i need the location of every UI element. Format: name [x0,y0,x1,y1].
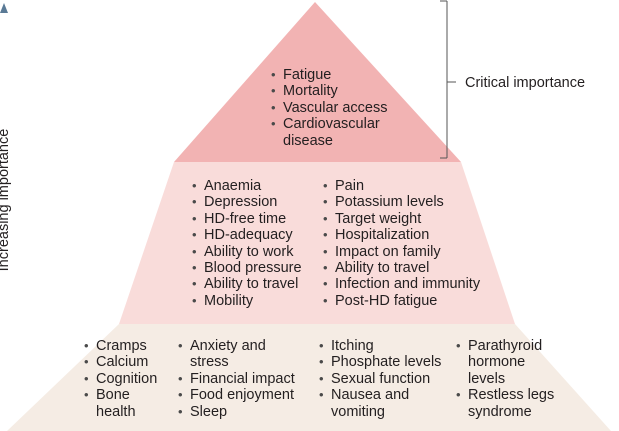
bottom-tier-list-4: Parathyroid hormone levels Restless legs… [456,338,568,420]
list-item: Calcium [84,354,158,371]
list-item: Depression [192,194,302,211]
list-item: Cramps [84,338,158,355]
list-item: Food enjoyment [178,387,295,404]
list-item-text: Nausea and vomiting [331,387,410,420]
list-item: Impact on family [323,244,480,261]
list-item-text: Cardiovascular disease [283,116,380,149]
list-item: HD-free time [192,211,302,228]
list-item-text: Bone health [96,387,136,420]
middle-tier-list-1: Anaemia Depression HD-free time HD-adequ… [192,178,302,310]
list-item: Ability to work [192,244,302,261]
list-item: Cognition [84,371,158,388]
list-item: Potassium levels [323,194,480,211]
list-item-text: Restless legs syndrome [468,387,555,420]
critical-importance-bracket [440,0,456,159]
list-item: Bone health [84,387,158,420]
list-item: Target weight [323,211,480,228]
list-item-text: Anxiety and stress [190,338,266,371]
list-item: Pain [323,178,480,195]
list-item: Nausea and vomiting [319,387,431,420]
list-item: Parathyroid hormone levels [456,338,558,387]
list-item: Mobility [192,293,302,310]
list-item: Sexual function [319,371,441,388]
list-item-text: Parathyroid hormone levels [468,338,543,387]
list-item: Phosphate levels [319,354,441,371]
list-item: HD-adequacy [192,227,302,244]
list-item: Financial impact [178,371,295,388]
increasing-importance-label: Increasing importance [0,128,12,272]
list-item: Restless legs syndrome [456,387,568,420]
list-item: Ability to travel [323,260,480,277]
list-item: Ability to travel [192,276,302,293]
bottom-tier-list-1: Cramps Calcium Cognition Bone health [84,338,158,420]
bottom-tier-list-2: Anxiety and stress Financial impact Food… [178,338,295,420]
list-item: Blood pressure [192,260,302,277]
list-item: Hospitalization [323,227,480,244]
list-item: Post-HD fatigue [323,293,480,310]
critical-importance-label: Critical importance [465,75,586,91]
list-item: Itching [319,338,441,355]
list-item: Vascular access [271,100,403,117]
list-item: Sleep [178,404,295,421]
bottom-tier-list-3: Itching Phosphate levels Sexual function… [319,338,441,420]
list-item: Mortality [271,83,403,100]
middle-tier-list-2: Pain Potassium levels Target weight Hosp… [323,178,480,310]
list-item: Fatigue [271,67,403,84]
list-item: Anaemia [192,178,302,195]
list-item: Cardiovascular disease [271,116,403,149]
list-item: Anxiety and stress [178,338,290,371]
top-tier-list: Fatigue Mortality Vascular access Cardio… [271,67,403,149]
importance-arrow [0,3,8,428]
list-item: Infection and immunity [323,276,480,293]
